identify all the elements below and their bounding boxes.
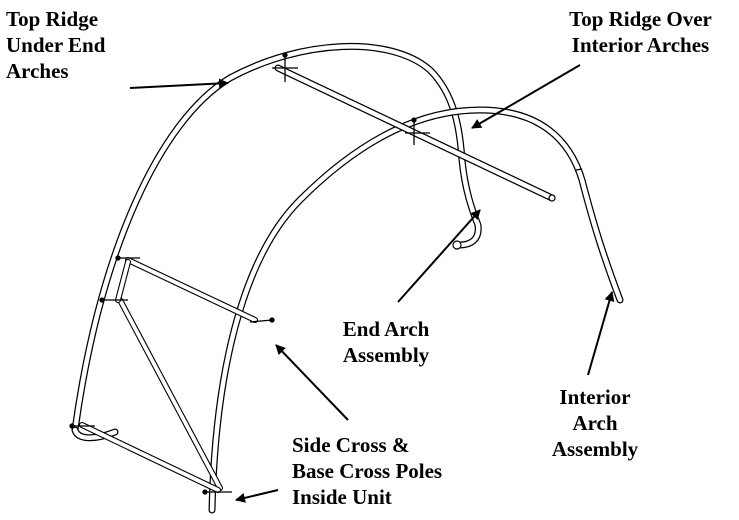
- arrow-end-arch-assembly: [397, 209, 481, 303]
- arrow-base-cross: [235, 489, 279, 503]
- label-top-ridge-over-interior: Top Ridge Over Interior Arches: [548, 6, 733, 58]
- label-line: Assembly: [342, 343, 430, 367]
- label-line: Arches: [6, 59, 69, 83]
- arrow-top-ridge-over-interior: [471, 64, 581, 129]
- end-arch: [71, 42, 482, 442]
- label-line: Inside Unit: [292, 485, 392, 509]
- label-line: Interior: [559, 385, 631, 409]
- label-end-arch-assembly: End Arch Assembly: [326, 316, 446, 368]
- label-line: Assembly: [551, 437, 639, 461]
- label-line: End Arch: [342, 317, 430, 341]
- side-cross-poles: [79, 257, 258, 493]
- arrow-top-ridge-under-end: [129, 78, 229, 89]
- label-line: Under End: [6, 33, 106, 57]
- label-line: Interior Arches: [571, 33, 710, 57]
- hardware-pins: [69, 52, 430, 495]
- label-line: Arch: [572, 411, 618, 435]
- label-interior-arch-assembly: Interior Arch Assembly: [540, 384, 650, 462]
- label-line: Base Cross Poles: [292, 459, 443, 483]
- label-top-ridge-under-end: Top Ridge Under End Arches: [6, 6, 105, 84]
- label-side-cross-base-cross: Side Cross & Base Cross Poles Inside Uni…: [292, 432, 442, 510]
- callout-arrows: [129, 64, 615, 503]
- label-line: Top Ridge: [6, 7, 99, 31]
- interior-arch: [208, 106, 624, 514]
- arrow-side-cross: [275, 344, 349, 421]
- label-line: Side Cross &: [292, 433, 410, 457]
- arrow-interior-arch-assembly: [587, 291, 615, 376]
- label-line: Top Ridge Over: [569, 7, 712, 31]
